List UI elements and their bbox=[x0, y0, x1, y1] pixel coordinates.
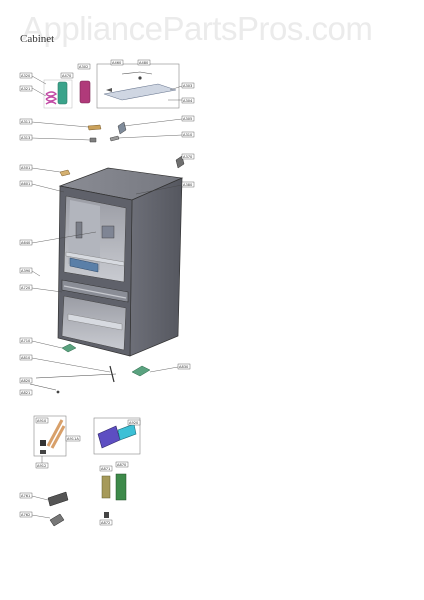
callout-c-r5: A830 bbox=[149, 363, 191, 373]
svg-text:A830: A830 bbox=[179, 365, 189, 369]
svg-text:A810: A810 bbox=[21, 356, 31, 360]
crisper-part bbox=[69, 257, 99, 273]
svg-text:A911A: A911A bbox=[67, 437, 79, 441]
spring-part bbox=[45, 91, 58, 105]
svg-text:A470: A470 bbox=[62, 74, 72, 78]
callout-c-tl4: A302 bbox=[77, 63, 91, 70]
svg-text:A601: A601 bbox=[21, 182, 30, 186]
callout-c-b6: A870 bbox=[115, 461, 129, 468]
svg-text:A380: A380 bbox=[183, 183, 193, 187]
callout-c-b2: A911A bbox=[65, 435, 81, 442]
svg-text:A304: A304 bbox=[183, 99, 193, 103]
cabinet-body bbox=[57, 167, 184, 357]
svg-text:A370: A370 bbox=[183, 155, 193, 159]
svg-text:A640: A640 bbox=[21, 241, 31, 245]
svg-text:A313: A313 bbox=[21, 136, 30, 140]
svg-text:A311: A311 bbox=[21, 120, 30, 124]
svg-text:A872: A872 bbox=[101, 521, 110, 525]
callout-c-l8: A710 bbox=[19, 337, 63, 349]
svg-text:A303: A303 bbox=[183, 84, 192, 88]
watermark: AppliancePartsPros.com bbox=[22, 10, 373, 47]
bottom-small-parts bbox=[47, 491, 69, 527]
callout-c-l4: A601 bbox=[19, 180, 65, 193]
callout-c-b4: A920 bbox=[127, 419, 141, 426]
callout-c-tl6: A480 bbox=[137, 59, 151, 66]
callout-c-l10: A820 bbox=[19, 377, 33, 384]
svg-text:A710: A710 bbox=[21, 339, 31, 343]
svg-text:A871: A871 bbox=[101, 467, 110, 471]
svg-text:A912: A912 bbox=[37, 464, 46, 468]
callout-c-r2: A310 bbox=[117, 131, 195, 139]
svg-text:A920: A920 bbox=[129, 421, 139, 425]
callout-c-l7: A720 bbox=[19, 284, 63, 293]
svg-text:A720: A720 bbox=[21, 286, 31, 290]
svg-text:A302: A302 bbox=[79, 65, 88, 69]
control-board-parts bbox=[101, 473, 127, 518]
callout-labels: A320 A321 A470 A302 A460 A480 A303 A304 … bbox=[19, 59, 195, 526]
filter-cover-part bbox=[79, 80, 91, 104]
callout-c-l11: A821 bbox=[19, 389, 33, 396]
callout-c-l1: A311 bbox=[19, 118, 89, 128]
svg-text:A480: A480 bbox=[139, 61, 149, 65]
callout-c-tl5: A460 bbox=[110, 59, 124, 66]
lower-parts bbox=[29, 343, 151, 394]
callout-c-l9: A810 bbox=[19, 354, 111, 373]
callout-c-l6: A390 bbox=[19, 267, 41, 277]
svg-text:A821: A821 bbox=[21, 391, 30, 395]
svg-text:A762: A762 bbox=[21, 513, 30, 517]
svg-text:A501: A501 bbox=[21, 166, 30, 170]
svg-text:A910: A910 bbox=[37, 419, 47, 423]
svg-text:A460: A460 bbox=[112, 61, 122, 65]
callout-c-r1: A305 bbox=[123, 115, 195, 127]
svg-text:A761: A761 bbox=[21, 494, 30, 498]
callout-c-tl2: A321 bbox=[19, 85, 47, 97]
filter-housing-group bbox=[43, 79, 91, 109]
callout-c-b1: A910 bbox=[35, 417, 49, 424]
callout-c-b3: A912 bbox=[35, 456, 49, 469]
svg-text:A820: A820 bbox=[21, 379, 31, 383]
svg-text:A390: A390 bbox=[21, 269, 31, 273]
rail-parts-group bbox=[93, 417, 141, 455]
callout-c-b9: A762 bbox=[19, 511, 51, 519]
section-title: Cabinet bbox=[20, 33, 55, 45]
callout-c-tl1: A320 bbox=[19, 72, 47, 85]
svg-text:A320: A320 bbox=[21, 74, 31, 78]
callout-c-l2: A313 bbox=[19, 134, 91, 141]
svg-text:A870: A870 bbox=[117, 463, 127, 467]
callout-c-b5: A871 bbox=[99, 465, 113, 472]
callout-c-tl3: A470 bbox=[60, 72, 74, 79]
callout-c-r3: A370 bbox=[181, 153, 195, 160]
filter-holder-part bbox=[57, 81, 68, 105]
svg-text:A305: A305 bbox=[183, 117, 192, 121]
svg-text:A310: A310 bbox=[183, 133, 193, 137]
fastener-parts bbox=[59, 121, 185, 177]
callout-c-tl7: A303 bbox=[169, 82, 195, 91]
top-cover-assembly bbox=[96, 63, 180, 109]
callout-c-tl8: A304 bbox=[168, 97, 195, 104]
callout-c-r4: A380 bbox=[135, 181, 195, 195]
callout-c-l5: A640 bbox=[19, 231, 97, 246]
callout-c-l3: A501 bbox=[19, 164, 61, 173]
svg-text:A321: A321 bbox=[21, 87, 30, 91]
callout-c-b8: A761 bbox=[19, 492, 49, 501]
callout-c-b7: A872 bbox=[99, 519, 113, 526]
